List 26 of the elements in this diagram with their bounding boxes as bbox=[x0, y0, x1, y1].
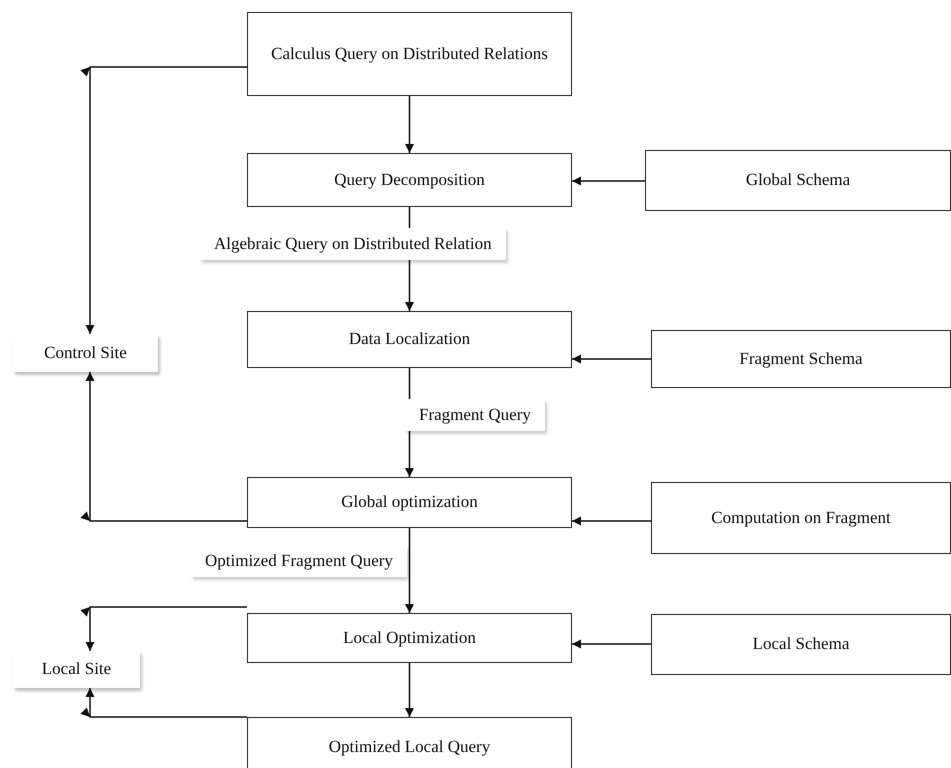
process-box: Local Optimization bbox=[247, 613, 572, 663]
arrow bbox=[572, 354, 651, 364]
process-box: Global optimization bbox=[247, 477, 572, 528]
process-box: Optimized Local Query bbox=[247, 717, 572, 768]
process-box: Local Schema bbox=[651, 614, 951, 675]
arrow bbox=[572, 176, 645, 186]
process-box: Query Decomposition bbox=[247, 153, 572, 207]
arrow bbox=[80, 606, 247, 651]
arrow bbox=[405, 528, 414, 613]
site-label-box: Local Site bbox=[13, 651, 140, 688]
arrow bbox=[80, 372, 247, 522]
site-label-box: Control Site bbox=[13, 334, 158, 372]
arrow bbox=[572, 640, 651, 648]
process-box: Computation on Fragment bbox=[651, 482, 951, 554]
edge-label: Algebraic Query on Distributed Relation bbox=[200, 228, 506, 260]
process-box: Data Localization bbox=[247, 311, 572, 368]
arrow bbox=[405, 663, 414, 717]
process-box: Fragment Schema bbox=[651, 330, 951, 388]
arrow bbox=[80, 688, 247, 718]
arrow bbox=[405, 96, 414, 153]
process-box: Global Schema bbox=[645, 150, 951, 211]
edge-label: Optimized Fragment Query bbox=[191, 545, 407, 577]
arrow bbox=[572, 516, 651, 526]
process-box: Calculus Query on Distributed Relations bbox=[247, 12, 572, 96]
arrow bbox=[80, 66, 247, 334]
edge-label: Fragment Query bbox=[405, 399, 545, 431]
